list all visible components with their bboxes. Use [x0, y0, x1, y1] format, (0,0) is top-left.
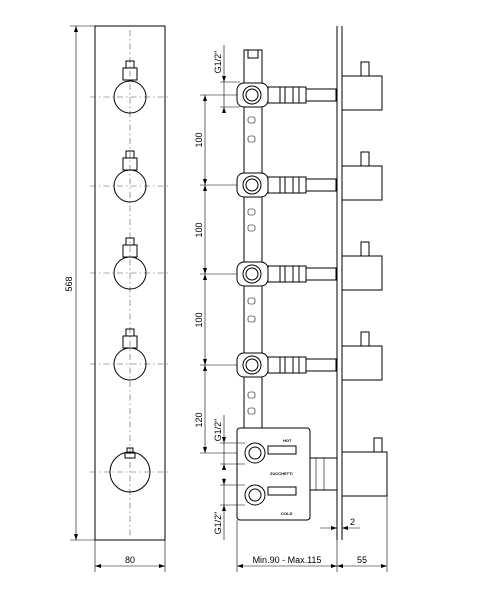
front-view: 568 80 — [64, 25, 170, 572]
plate-thickness-label: 2 — [350, 517, 355, 527]
thread-callout-top: G1/2" — [213, 45, 240, 113]
hot-label: HOT — [283, 438, 292, 443]
front-handle — [90, 60, 170, 114]
brand-label: ZUCCHETTI — [270, 471, 293, 476]
projection-label: 55 — [357, 555, 367, 565]
thread-callout-bottom: G1/2" — [213, 478, 245, 540]
valve-module — [236, 61, 383, 111]
cold-label: COLD — [281, 511, 292, 516]
thread-callout-mid: G1/2" — [213, 415, 245, 470]
front-handle — [90, 328, 170, 381]
plate-thickness-dimension: 2 — [320, 517, 360, 530]
valve-module — [236, 151, 383, 201]
front-thermostat-handle — [90, 447, 170, 493]
valve-module — [236, 331, 383, 381]
thread-bottom-label: G1/2" — [213, 512, 223, 535]
spacing-2-label: 100 — [194, 222, 204, 237]
spacing-1-label: 100 — [194, 132, 204, 147]
thread-top-label: G1/2" — [213, 51, 223, 74]
wall-depth-label: Min.90 - Max.115 — [253, 555, 322, 565]
height-dimension: 568 — [64, 25, 95, 541]
spacing-3-label: 100 — [194, 312, 204, 327]
width-dimension: 80 — [94, 540, 166, 572]
height-dim-label: 568 — [64, 276, 74, 291]
front-handle — [90, 237, 170, 290]
width-dim-label: 80 — [125, 555, 135, 565]
spacing-dimensions: 100 100 100 120 — [194, 94, 237, 454]
front-plate — [94, 25, 166, 541]
side-view: HOT ZUCCHETTI COLD 100 100 — [194, 26, 388, 572]
depth-dimension: Min.90 - Max.115 55 — [236, 496, 388, 572]
front-handle — [90, 150, 170, 203]
valve-module — [236, 241, 383, 291]
thermostat-body: HOT ZUCCHETTI COLD — [236, 427, 388, 521]
thread-mid-label: G1/2" — [213, 419, 223, 442]
spacing-4-label: 120 — [194, 412, 204, 427]
